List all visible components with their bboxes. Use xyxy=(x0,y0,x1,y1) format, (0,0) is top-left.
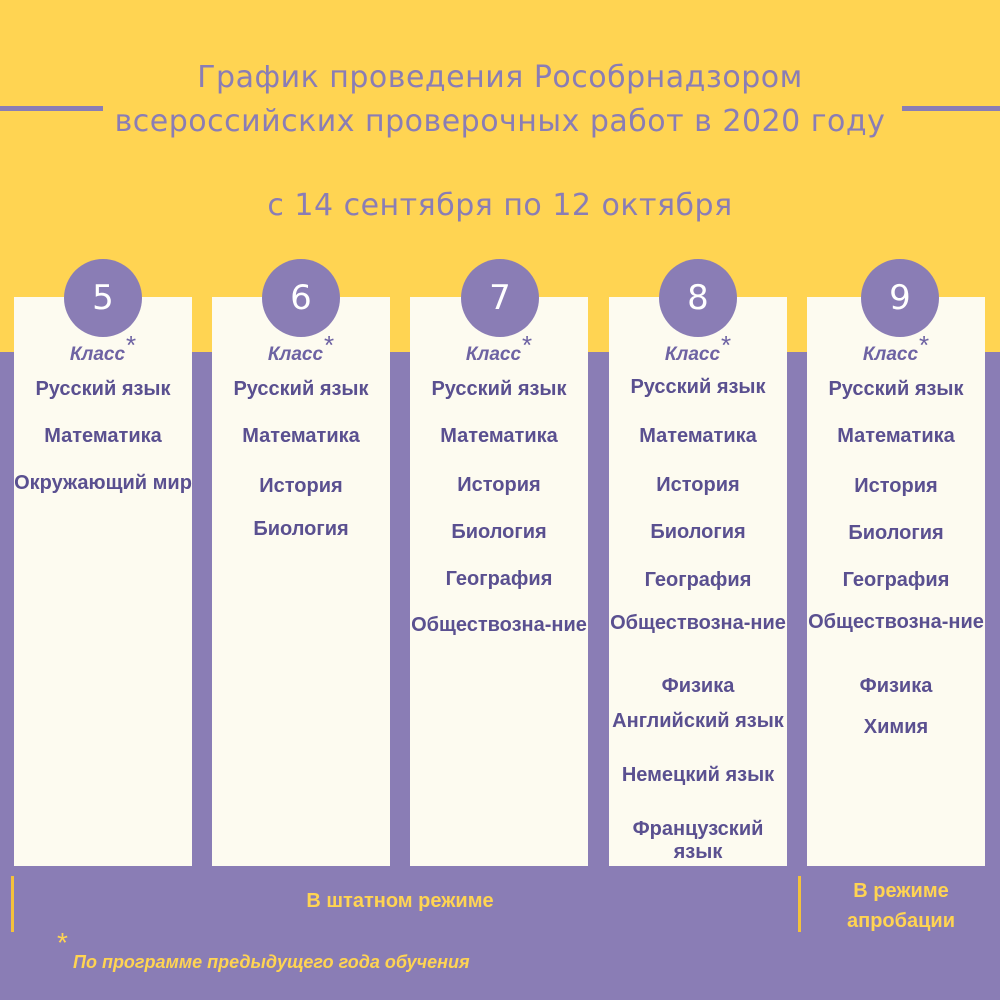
grade-7-badge: 7 xyxy=(461,259,539,337)
grade-8-class-label: Класс* xyxy=(609,330,787,373)
grade-8-subject-french: Французский язык xyxy=(632,818,764,863)
grade-8-subject-german: Немецкий язык xyxy=(621,764,775,786)
grade-5-subject-world: Окружающий мир xyxy=(14,472,192,494)
grade-5-class-label: Класс* xyxy=(14,330,192,373)
grade-9-card xyxy=(807,297,985,866)
grade-6-subject-math: Математика xyxy=(242,425,360,447)
grade-9-subject-biology: Биология xyxy=(848,522,944,544)
title-right-line xyxy=(902,106,1000,111)
grade-8-badge: 8 xyxy=(659,259,737,337)
grade-5-badge: 5 xyxy=(64,259,142,337)
title-line-2: всероссийских проверочных работ в 2020 г… xyxy=(114,104,886,139)
class-label-text: Класс xyxy=(267,344,324,365)
grade-6-card xyxy=(212,297,390,866)
grade-9-badge: 9 xyxy=(861,259,939,337)
grade-7-subject-geography: География xyxy=(445,568,553,590)
grade-7-card xyxy=(410,297,588,866)
asterisk-mark: * xyxy=(721,330,732,360)
grade-7-subject-history: История xyxy=(457,474,541,496)
grade-8-subject-physics: Физика xyxy=(661,675,735,697)
grade-9-subject-russian: Русский язык xyxy=(828,378,964,400)
grade-5-subject-russian: Русский язык xyxy=(35,378,171,400)
grade-8-subject-biology: Биология xyxy=(650,521,746,543)
grade-9-subject-geography: География xyxy=(842,569,950,591)
class-label-text: Класс xyxy=(862,344,919,365)
asterisk-mark: * xyxy=(126,330,137,360)
grade-7-class-label: Класс* xyxy=(410,330,588,373)
trial-mode-bracket xyxy=(798,876,801,932)
class-label-text: Класс xyxy=(664,344,721,365)
grade-8-subject-english: Английский язык xyxy=(612,710,784,732)
grade-9-subject-physics: Физика xyxy=(859,675,933,697)
grade-8-card xyxy=(609,297,787,866)
regular-mode-label: В штатном режиме xyxy=(306,890,494,912)
grade-7-subject-math: Математика xyxy=(440,425,558,447)
grade-9-subject-social: Обществозна-ние xyxy=(808,611,984,633)
grade-5-subject-math: Математика xyxy=(44,425,162,447)
grade-6-subject-russian: Русский язык xyxy=(233,378,369,400)
grade-8-subject-russian: Русский язык xyxy=(630,376,766,398)
title-left-line xyxy=(0,106,103,111)
asterisk-mark: * xyxy=(919,330,930,360)
title-line-1: График проведения Рособрнадзором xyxy=(197,60,803,95)
grade-9-subject-history: История xyxy=(854,475,938,497)
grade-7-subject-social: Обществозна-ние xyxy=(411,614,587,636)
grade-5-card xyxy=(14,297,192,866)
footnote-asterisk: * xyxy=(57,927,68,958)
regular-mode-bracket xyxy=(11,876,14,932)
grade-6-class-label: Класс* xyxy=(212,330,390,373)
grade-8-subject-history: История xyxy=(656,474,740,496)
grade-6-badge: 6 xyxy=(262,259,340,337)
date-range: с 14 сентября по 12 октября xyxy=(267,188,733,223)
grade-6-subject-biology: Биология xyxy=(253,518,349,540)
footnote-text: По программе предыдущего года обучения xyxy=(73,952,470,972)
grade-9-subject-math: Математика xyxy=(837,425,955,447)
grade-9-subject-chemistry: Химия xyxy=(863,716,929,738)
grade-6-subject-history: История xyxy=(259,475,343,497)
trial-mode-label-line1: В режиме xyxy=(853,880,949,902)
class-label-text: Класс xyxy=(465,344,522,365)
class-label-text: Класс xyxy=(69,344,126,365)
grade-7-subject-russian: Русский язык xyxy=(431,378,567,400)
grade-8-subject-math: Математика xyxy=(639,425,757,447)
grade-7-subject-biology: Биология xyxy=(451,521,547,543)
grade-9-class-label: Класс* xyxy=(807,330,985,373)
grade-8-subject-geography: География xyxy=(644,569,752,591)
trial-mode-label-line2: апробации xyxy=(847,910,955,932)
asterisk-mark: * xyxy=(324,330,335,360)
asterisk-mark: * xyxy=(522,330,533,360)
grade-8-subject-social: Обществозна-ние xyxy=(610,612,786,634)
